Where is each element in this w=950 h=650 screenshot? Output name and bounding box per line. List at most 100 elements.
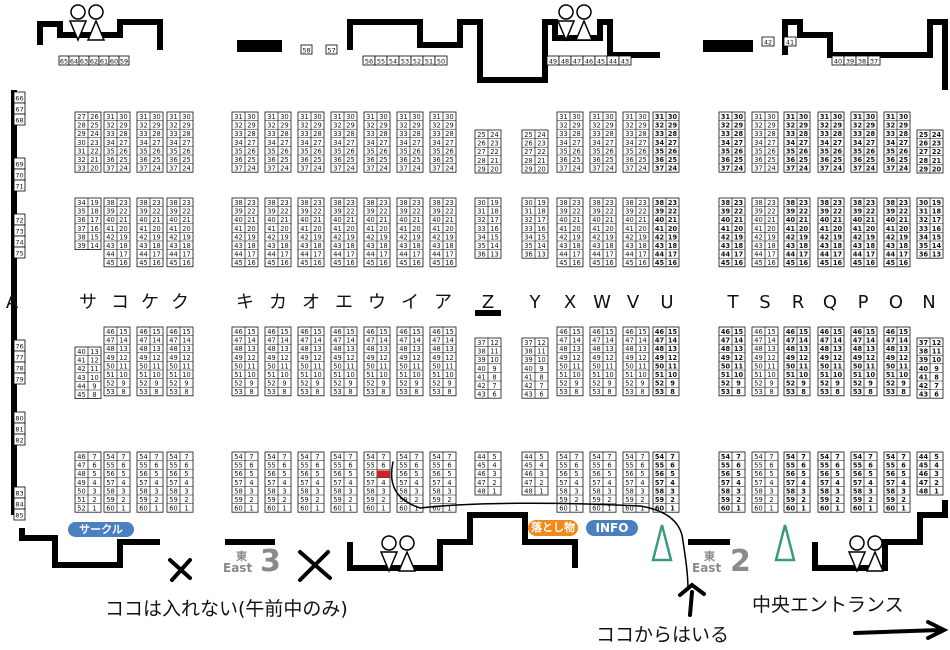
booth-number: 49 xyxy=(169,354,177,362)
booth-number: 3 xyxy=(154,487,158,495)
booth-number: 22 xyxy=(866,208,876,216)
booth-number: 37 xyxy=(721,165,731,173)
booth-number: 40 xyxy=(477,365,485,373)
booth-number: 7 xyxy=(835,453,840,461)
booth-number: 36 xyxy=(820,156,830,164)
booth-number: 37 xyxy=(432,165,440,173)
booth-number: 36 xyxy=(300,156,308,164)
booth-number: 23 xyxy=(734,199,744,207)
booth-number: 16 xyxy=(182,259,190,267)
booth-number: 53 xyxy=(234,388,242,396)
booth-number: 37 xyxy=(786,165,796,173)
wall-number: 39 xyxy=(846,57,854,65)
booth-number: 11 xyxy=(379,362,387,370)
female-body-icon xyxy=(397,550,417,572)
booth-number: 9 xyxy=(868,380,873,388)
booth-number: 22 xyxy=(799,208,809,216)
booth-number: 47 xyxy=(786,337,796,345)
booth-number: 15 xyxy=(572,328,580,336)
booth-number: 12 xyxy=(182,354,190,362)
booth-number: 21 xyxy=(346,216,354,224)
booth-number: 1 xyxy=(414,505,418,513)
booth-number: 33 xyxy=(853,130,863,138)
booth-number: 36 xyxy=(432,156,440,164)
booth-number: 1 xyxy=(447,505,451,513)
booth-number: 46 xyxy=(655,328,665,336)
booth-number: 52 xyxy=(655,380,665,388)
booth-number: 34 xyxy=(625,139,633,147)
booth-number: 57 xyxy=(592,479,600,487)
booth-number: 18 xyxy=(537,208,545,216)
booth-number: 22 xyxy=(90,147,98,155)
booth-number: 41 xyxy=(169,225,177,233)
booth-number: 23 xyxy=(799,199,809,207)
booth-number: 20 xyxy=(412,225,420,233)
booth-number: 27 xyxy=(379,139,387,147)
booth-number: 20 xyxy=(379,225,387,233)
wall-number: 51 xyxy=(425,57,433,65)
booth-number: 27 xyxy=(247,139,255,147)
booth-number: 32 xyxy=(524,216,532,224)
booth-number: 14 xyxy=(537,242,545,250)
booth-number: 14 xyxy=(734,337,744,345)
booth-number: 13 xyxy=(866,345,876,353)
booth-number: 38 xyxy=(169,199,177,207)
booth-number: 42 xyxy=(300,233,308,241)
booth-number: 50 xyxy=(625,362,633,370)
booth-number: 20 xyxy=(932,165,942,173)
booth-number: 3 xyxy=(381,487,385,495)
booth-number: 44 xyxy=(300,251,308,259)
booth-number: 1 xyxy=(539,487,543,495)
booth-number: 7 xyxy=(539,382,543,390)
booth-number: 6 xyxy=(414,462,418,470)
booth-number: 33 xyxy=(721,130,731,138)
booth-number: 16 xyxy=(605,259,613,267)
aisle-letter-20: S xyxy=(759,292,770,313)
booth-number: 53 xyxy=(786,388,796,396)
booth-number: 10 xyxy=(537,356,545,364)
booth-number: 18 xyxy=(490,208,498,216)
lost-found-tag: 落とし物 xyxy=(528,520,578,536)
booth-number: 35 xyxy=(366,147,374,155)
booth-number: 40 xyxy=(919,365,929,373)
wall-number-box xyxy=(618,55,632,66)
booth-number: 35 xyxy=(524,242,532,250)
booth-number: 35 xyxy=(139,147,147,155)
booth-number: 14 xyxy=(638,337,646,345)
booth-number: 35 xyxy=(169,147,177,155)
booth-number: 31 xyxy=(399,113,407,121)
booth-number: 3 xyxy=(539,470,543,478)
booth-number: 41 xyxy=(333,225,341,233)
booth-number: 24 xyxy=(799,165,809,173)
booth-number: 47 xyxy=(919,479,929,487)
booth-number: 49 xyxy=(853,354,863,362)
booth-number: 7 xyxy=(670,453,675,461)
booth-number: 27 xyxy=(572,139,580,147)
booth-number: 30 xyxy=(280,113,288,121)
booth-number: 40 xyxy=(139,216,147,224)
booth-number: 18 xyxy=(767,242,775,250)
booth-number: 47 xyxy=(267,337,275,345)
booth-number: 58 xyxy=(234,487,242,495)
booth-number: 7 xyxy=(381,453,385,461)
booth-number: 19 xyxy=(280,233,288,241)
booth-number: 6 xyxy=(670,462,675,470)
booth-number: 26 xyxy=(152,147,160,155)
booth-number: 55 xyxy=(655,462,665,470)
booth-number: 52 xyxy=(169,380,177,388)
booth-number: 3 xyxy=(736,487,741,495)
booth-number: 13 xyxy=(346,345,354,353)
booth-number: 34 xyxy=(267,139,275,147)
booth-number: 7 xyxy=(769,453,773,461)
booth-number: 42 xyxy=(625,233,633,241)
booth-number: 17 xyxy=(119,251,127,259)
booth-number: 54 xyxy=(139,453,147,461)
booth-number: 55 xyxy=(820,462,830,470)
booth-number: 47 xyxy=(754,337,762,345)
booth-number: 29 xyxy=(247,122,255,130)
booth-number: 35 xyxy=(853,147,863,155)
booth-number: 1 xyxy=(249,505,253,513)
booth-number: 45 xyxy=(655,259,665,267)
booth-number: 33 xyxy=(886,130,896,138)
